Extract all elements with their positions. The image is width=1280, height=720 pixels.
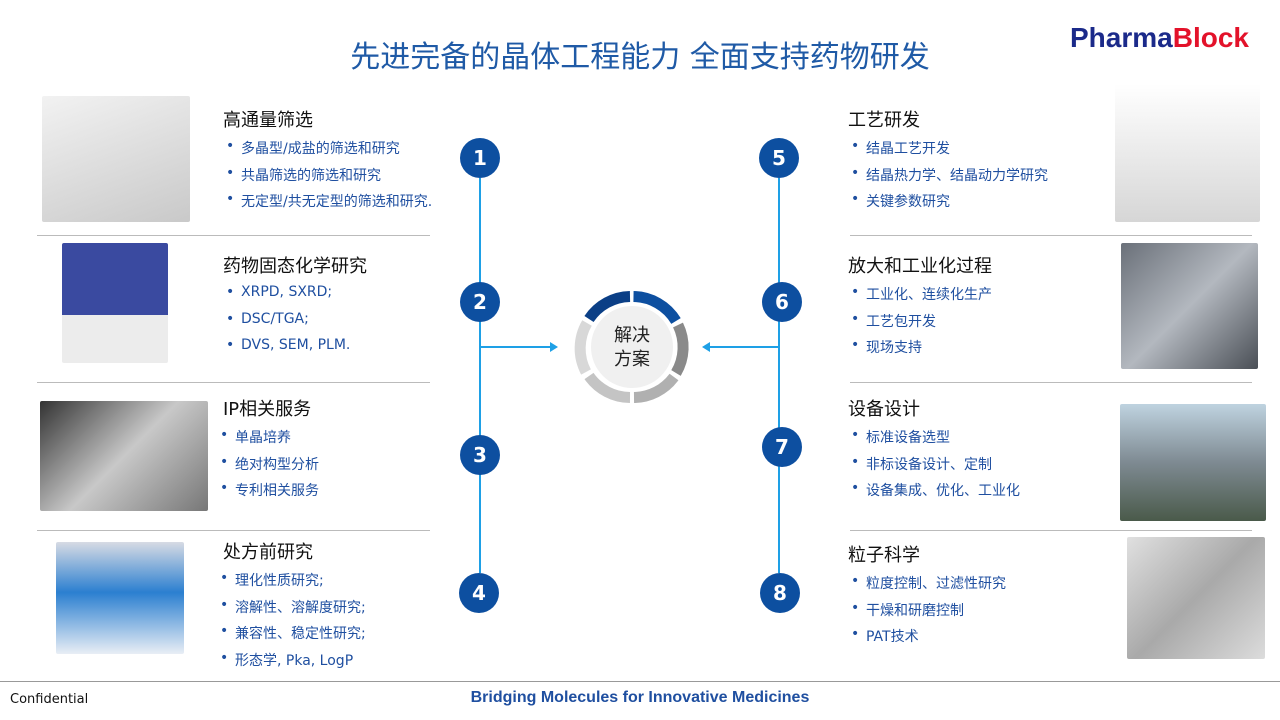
- list-item: 粒度控制、过滤性研究: [848, 573, 1006, 600]
- step-8-badge: 8: [760, 573, 800, 613]
- reactor-plant-image: [1121, 243, 1258, 369]
- crystallizer-image: [1115, 84, 1260, 222]
- list-item: 干燥和研磨控制: [848, 600, 1006, 627]
- step-3-badge: 3: [460, 435, 500, 475]
- list-item: 结晶热力学、结晶动力学研究: [848, 165, 1048, 192]
- list-item: PAT技术: [848, 626, 1006, 653]
- step-7-badge: 7: [762, 427, 802, 467]
- spray-dryer-image: [1127, 537, 1265, 659]
- section-title: 药物固态化学研究: [223, 256, 367, 277]
- list-item: 工业化、连续化生产: [848, 284, 992, 311]
- list-item: 绝对构型分析: [217, 454, 319, 481]
- list-item: 设备集成、优化、工业化: [848, 480, 1020, 507]
- page-title: 先进完备的晶体工程能力 全面支持药物研发: [350, 40, 930, 75]
- list-item: 溶解性、溶解度研究;: [217, 597, 366, 624]
- screening-robot-image: [42, 96, 190, 222]
- step-2-badge: 2: [460, 282, 500, 322]
- section-title: 工艺研发: [848, 110, 920, 131]
- divider: [850, 530, 1252, 531]
- list-item: 单晶培养: [217, 427, 319, 454]
- arrow-right-to-center: [710, 346, 779, 348]
- section-title: 粒子科学: [848, 545, 920, 566]
- list-item: DVS, SEM, PLM.: [223, 337, 367, 364]
- list-item: 理化性质研究;: [217, 570, 366, 597]
- section-scale-up: 放大和工业化过程工业化、连续化生产工艺包开发现场支持: [848, 252, 992, 364]
- connector-line: [778, 178, 780, 573]
- list-item: DSC/TGA;: [223, 311, 367, 338]
- list-item: 现场支持: [848, 337, 992, 364]
- step-6-badge: 6: [762, 282, 802, 322]
- divider: [37, 235, 430, 236]
- list-item: 标准设备选型: [848, 427, 1020, 454]
- center-label: 解决方案: [614, 325, 650, 370]
- list-item: XRPD, SXRD;: [223, 284, 367, 311]
- solution-ring: [574, 291, 689, 403]
- list-item: 形态学, Pka, LogP: [217, 650, 366, 677]
- step-1-badge: 1: [460, 138, 500, 178]
- section-particle-science: 粒子科学粒度控制、过滤性研究干燥和研磨控制PAT技术: [848, 541, 1006, 653]
- section-solid-state-chemistry: 药物固态化学研究 XRPD, SXRD;DSC/TGA;DVS, SEM, PLM…: [223, 252, 367, 364]
- list-item: 专利相关服务: [217, 480, 319, 507]
- section-title: IP相关服务: [223, 399, 312, 420]
- diffractometer-image: [40, 401, 208, 511]
- footer-slogan: Bridging Molecules for Innovative Medici…: [470, 689, 810, 706]
- list-item: 结晶工艺开发: [848, 138, 1048, 165]
- footer-divider: [0, 681, 1280, 682]
- equipment-plant-image: [1120, 404, 1266, 521]
- section-equipment-design: 设备设计标准设备选型非标设备设计、定制设备集成、优化、工业化: [848, 395, 1020, 507]
- divider: [850, 235, 1252, 236]
- section-ip-services: IP相关服务单晶培养绝对构型分析专利相关服务: [220, 395, 319, 507]
- list-item: 非标设备设计、定制: [848, 454, 1020, 481]
- pharmablock-logo: PharmaBlock: [1070, 22, 1249, 53]
- confidential-label: Confidential: [10, 692, 89, 707]
- list-item: 无定型/共无定型的筛选和研究.: [223, 191, 432, 218]
- list-item: 多晶型/成盐的筛选和研究: [223, 138, 432, 165]
- connector-line: [479, 178, 481, 573]
- arrow-head-icon: [702, 342, 710, 352]
- section-title: 处方前研究: [223, 542, 313, 563]
- section-process-development: 工艺研发结晶工艺开发结晶热力学、结晶动力学研究关键参数研究: [848, 106, 1048, 218]
- divider: [37, 530, 430, 531]
- list-item: 工艺包开发: [848, 311, 992, 338]
- divider: [37, 382, 430, 383]
- section-preformulation: 处方前研究理化性质研究;溶解性、溶解度研究;兼容性、稳定性研究;形态学, Pka…: [220, 538, 366, 676]
- section-title: 放大和工业化过程: [848, 256, 992, 277]
- step-4-badge: 4: [459, 573, 499, 613]
- list-item: 共晶筛选的筛选和研究: [223, 165, 432, 192]
- divider: [850, 382, 1252, 383]
- section-title: 高通量筛选: [223, 110, 313, 131]
- step-5-badge: 5: [759, 138, 799, 178]
- section-high-throughput-screening: 高通量筛选多晶型/成盐的筛选和研究共晶筛选的筛选和研究无定型/共无定型的筛选和研…: [223, 106, 432, 218]
- list-item: 兼容性、稳定性研究;: [217, 623, 366, 650]
- list-item: 关键参数研究: [848, 191, 1048, 218]
- section-title: 设备设计: [848, 399, 920, 420]
- arrow-head-icon: [550, 342, 558, 352]
- xrd-instrument-image: [62, 243, 168, 363]
- arrow-left-to-center: [480, 346, 552, 348]
- dissolution-tester-image: [56, 542, 184, 654]
